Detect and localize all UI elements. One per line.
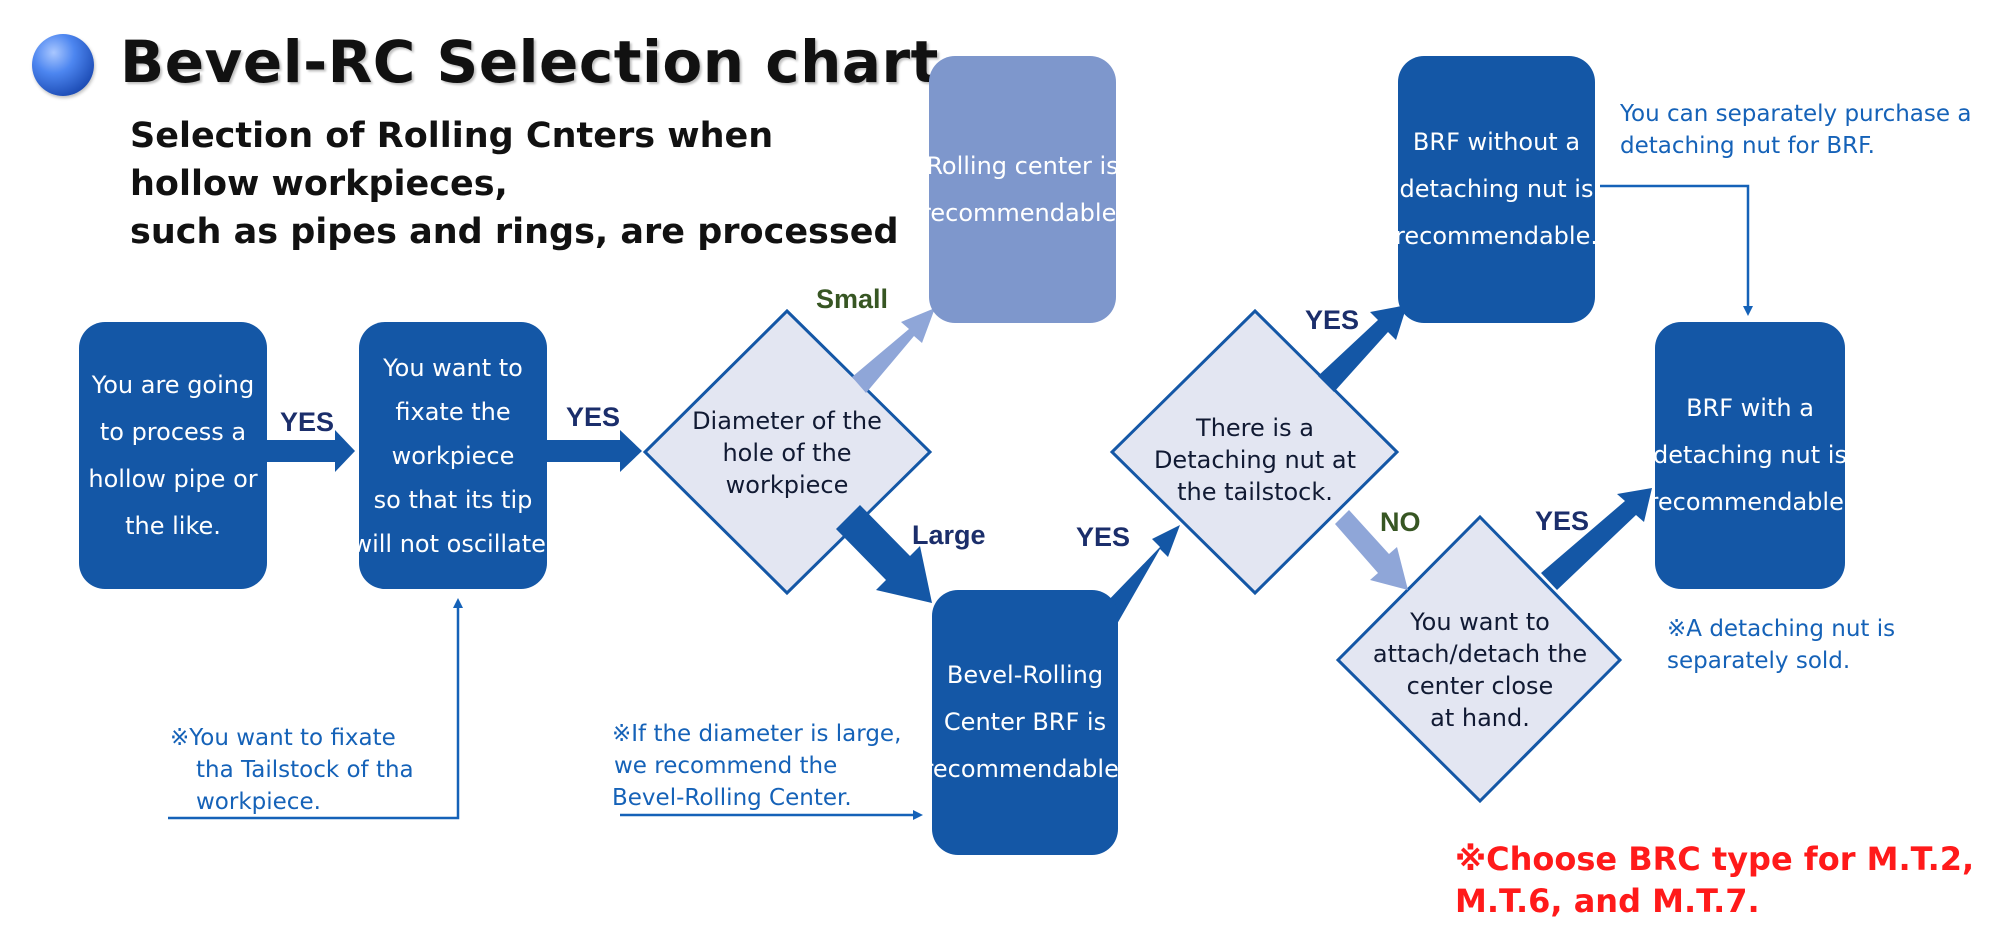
- box-brf-line: recommendable.: [923, 755, 1127, 783]
- box-brf-without-line: BRF without a: [1412, 128, 1581, 156]
- box-fixate-line: workpiece: [391, 441, 515, 470]
- note-tailstock: ※You want to fixate tha Tailstock of tha…: [170, 722, 414, 818]
- label-no: NO: [1380, 507, 1421, 537]
- decision-detaching-text: There is a Detaching nut at the tailstoc…: [1140, 412, 1370, 508]
- decision-diameter-line: workpiece: [725, 471, 849, 499]
- decision-attach-line: at hand.: [1430, 704, 1530, 732]
- note-arrow-purchase: [1600, 184, 1753, 316]
- box-fixate-line: so that its tip: [373, 485, 533, 514]
- box-fixate-line: will not oscillate.: [352, 529, 554, 558]
- box-rolling-center: Rolling center is recommendable.: [921, 56, 1124, 323]
- box-brf-without-line: detaching nut is: [1399, 175, 1594, 203]
- page-title: Bevel-RC Selection chart: [120, 28, 939, 96]
- box-start-line: hollow pipe or: [88, 464, 258, 493]
- note-diameter-line: Bevel-Rolling Center.: [612, 785, 852, 811]
- note-tailstock-line: workpiece.: [196, 789, 321, 815]
- box-fixate-line: You want to: [383, 353, 523, 382]
- label-yes-1: YES: [280, 407, 335, 437]
- box-brf-without-line: recommendable.: [1395, 222, 1598, 250]
- note-nut-sold-line: separately sold.: [1667, 648, 1851, 674]
- note-brc-type: ※Choose BRC type for M.T.2, M.T.6, and M…: [1455, 838, 1974, 922]
- decision-attach-line: attach/detach the: [1372, 640, 1588, 668]
- note-brc-line: M.T.6, and M.T.7.: [1455, 882, 1760, 920]
- box-brf-with-line: recommendable.: [1648, 488, 1852, 516]
- box-brf-line: Center BRF is: [943, 708, 1107, 736]
- decision-diameter-line: hole of the: [722, 439, 852, 467]
- box-fixate: You want to fixate the workpiece so that…: [352, 322, 554, 589]
- box-start: You are going to process a hollow pipe o…: [79, 322, 267, 589]
- box-brf-with-line: BRF with a: [1686, 394, 1814, 422]
- decision-detaching-line: There is a: [1196, 414, 1314, 442]
- arrow-brf-to-detaching: [1101, 525, 1180, 624]
- label-yes-3: YES: [1076, 522, 1131, 552]
- arrow-large-to-brf: [836, 505, 932, 603]
- label-large: Large: [912, 520, 986, 550]
- note-tailstock-line: tha Tailstock of tha: [196, 757, 414, 783]
- label-yes-5: YES: [1535, 506, 1590, 536]
- box-brf-with-line: detaching nut is: [1653, 441, 1847, 469]
- decision-detaching-line: the tailstock.: [1177, 478, 1333, 506]
- note-brc-line: ※Choose BRC type for M.T.2,: [1455, 840, 1975, 878]
- arrow-fixate-to-diameter: [546, 430, 642, 472]
- subtitle-line: Selection of Rolling Cnters when: [130, 116, 774, 156]
- decision-attach-text: You want to attach/detach the center clo…: [1365, 606, 1595, 734]
- label-yes-2: YES: [566, 402, 621, 432]
- label-small: Small: [816, 284, 889, 314]
- note-nut-sold: ※A detaching nut is separately sold.: [1667, 613, 1895, 677]
- box-rolling-line: recommendable.: [921, 198, 1124, 227]
- box-rolling-line: Rolling center is: [926, 151, 1119, 180]
- box-start-line: to process a: [99, 417, 247, 446]
- arrow-attach-to-brf-with: [1541, 488, 1652, 590]
- arrow-start-to-fixate: [267, 430, 355, 472]
- page-subtitle: Selection of Rolling Cnters when hollow …: [130, 112, 899, 256]
- decision-attach-line: center close: [1406, 672, 1554, 700]
- decision-diameter-diamond: [642, 308, 933, 596]
- box-brf-line: Bevel-Rolling: [946, 661, 1104, 689]
- arrow-small-to-rolling: [852, 308, 935, 393]
- note-arrow-tailstock: [168, 598, 463, 820]
- note-diameter-line: ※If the diameter is large,: [612, 721, 902, 747]
- box-start-line: You are going: [91, 370, 255, 399]
- subtitle-line: hollow workpieces,: [130, 164, 508, 204]
- note-nut-sold-line: ※A detaching nut is: [1667, 616, 1896, 642]
- note-diameter-line: we recommend the: [614, 753, 838, 779]
- note-purchase: You can separately purchase a detaching …: [1620, 98, 1971, 162]
- note-purchase-line: You can separately purchase a: [1620, 101, 1972, 127]
- box-fixate-line: fixate the: [395, 397, 511, 426]
- decision-attach-diamond: [1335, 514, 1623, 804]
- decision-attach-line: You want to: [1410, 608, 1550, 636]
- box-start-line: the like.: [125, 511, 221, 540]
- arrow-no-to-attach: [1335, 510, 1408, 590]
- decision-detaching-line: Detaching nut at: [1153, 446, 1357, 474]
- box-brf-with-nut: BRF with a detaching nut is recommendabl…: [1649, 322, 1851, 589]
- note-purchase-line: detaching nut for BRF.: [1620, 133, 1875, 159]
- note-diameter: ※If the diameter is large, we recommend …: [612, 718, 901, 814]
- decision-diameter-line: Diameter of the: [692, 407, 882, 435]
- arrow-detaching-to-brf-without: [1318, 305, 1407, 392]
- box-bevel-rolling-center: Bevel-Rolling Center BRF is recommendabl…: [924, 590, 1126, 855]
- title-bullet-icon: [32, 34, 94, 96]
- decision-diameter-text: Diameter of the hole of the workpiece: [677, 405, 897, 501]
- note-tailstock-line: ※You want to fixate: [170, 725, 396, 751]
- label-yes-4: YES: [1305, 305, 1360, 335]
- box-brf-without-nut: BRF without a detaching nut is recommend…: [1395, 56, 1598, 323]
- subtitle-line: such as pipes and rings, are processed: [130, 212, 899, 252]
